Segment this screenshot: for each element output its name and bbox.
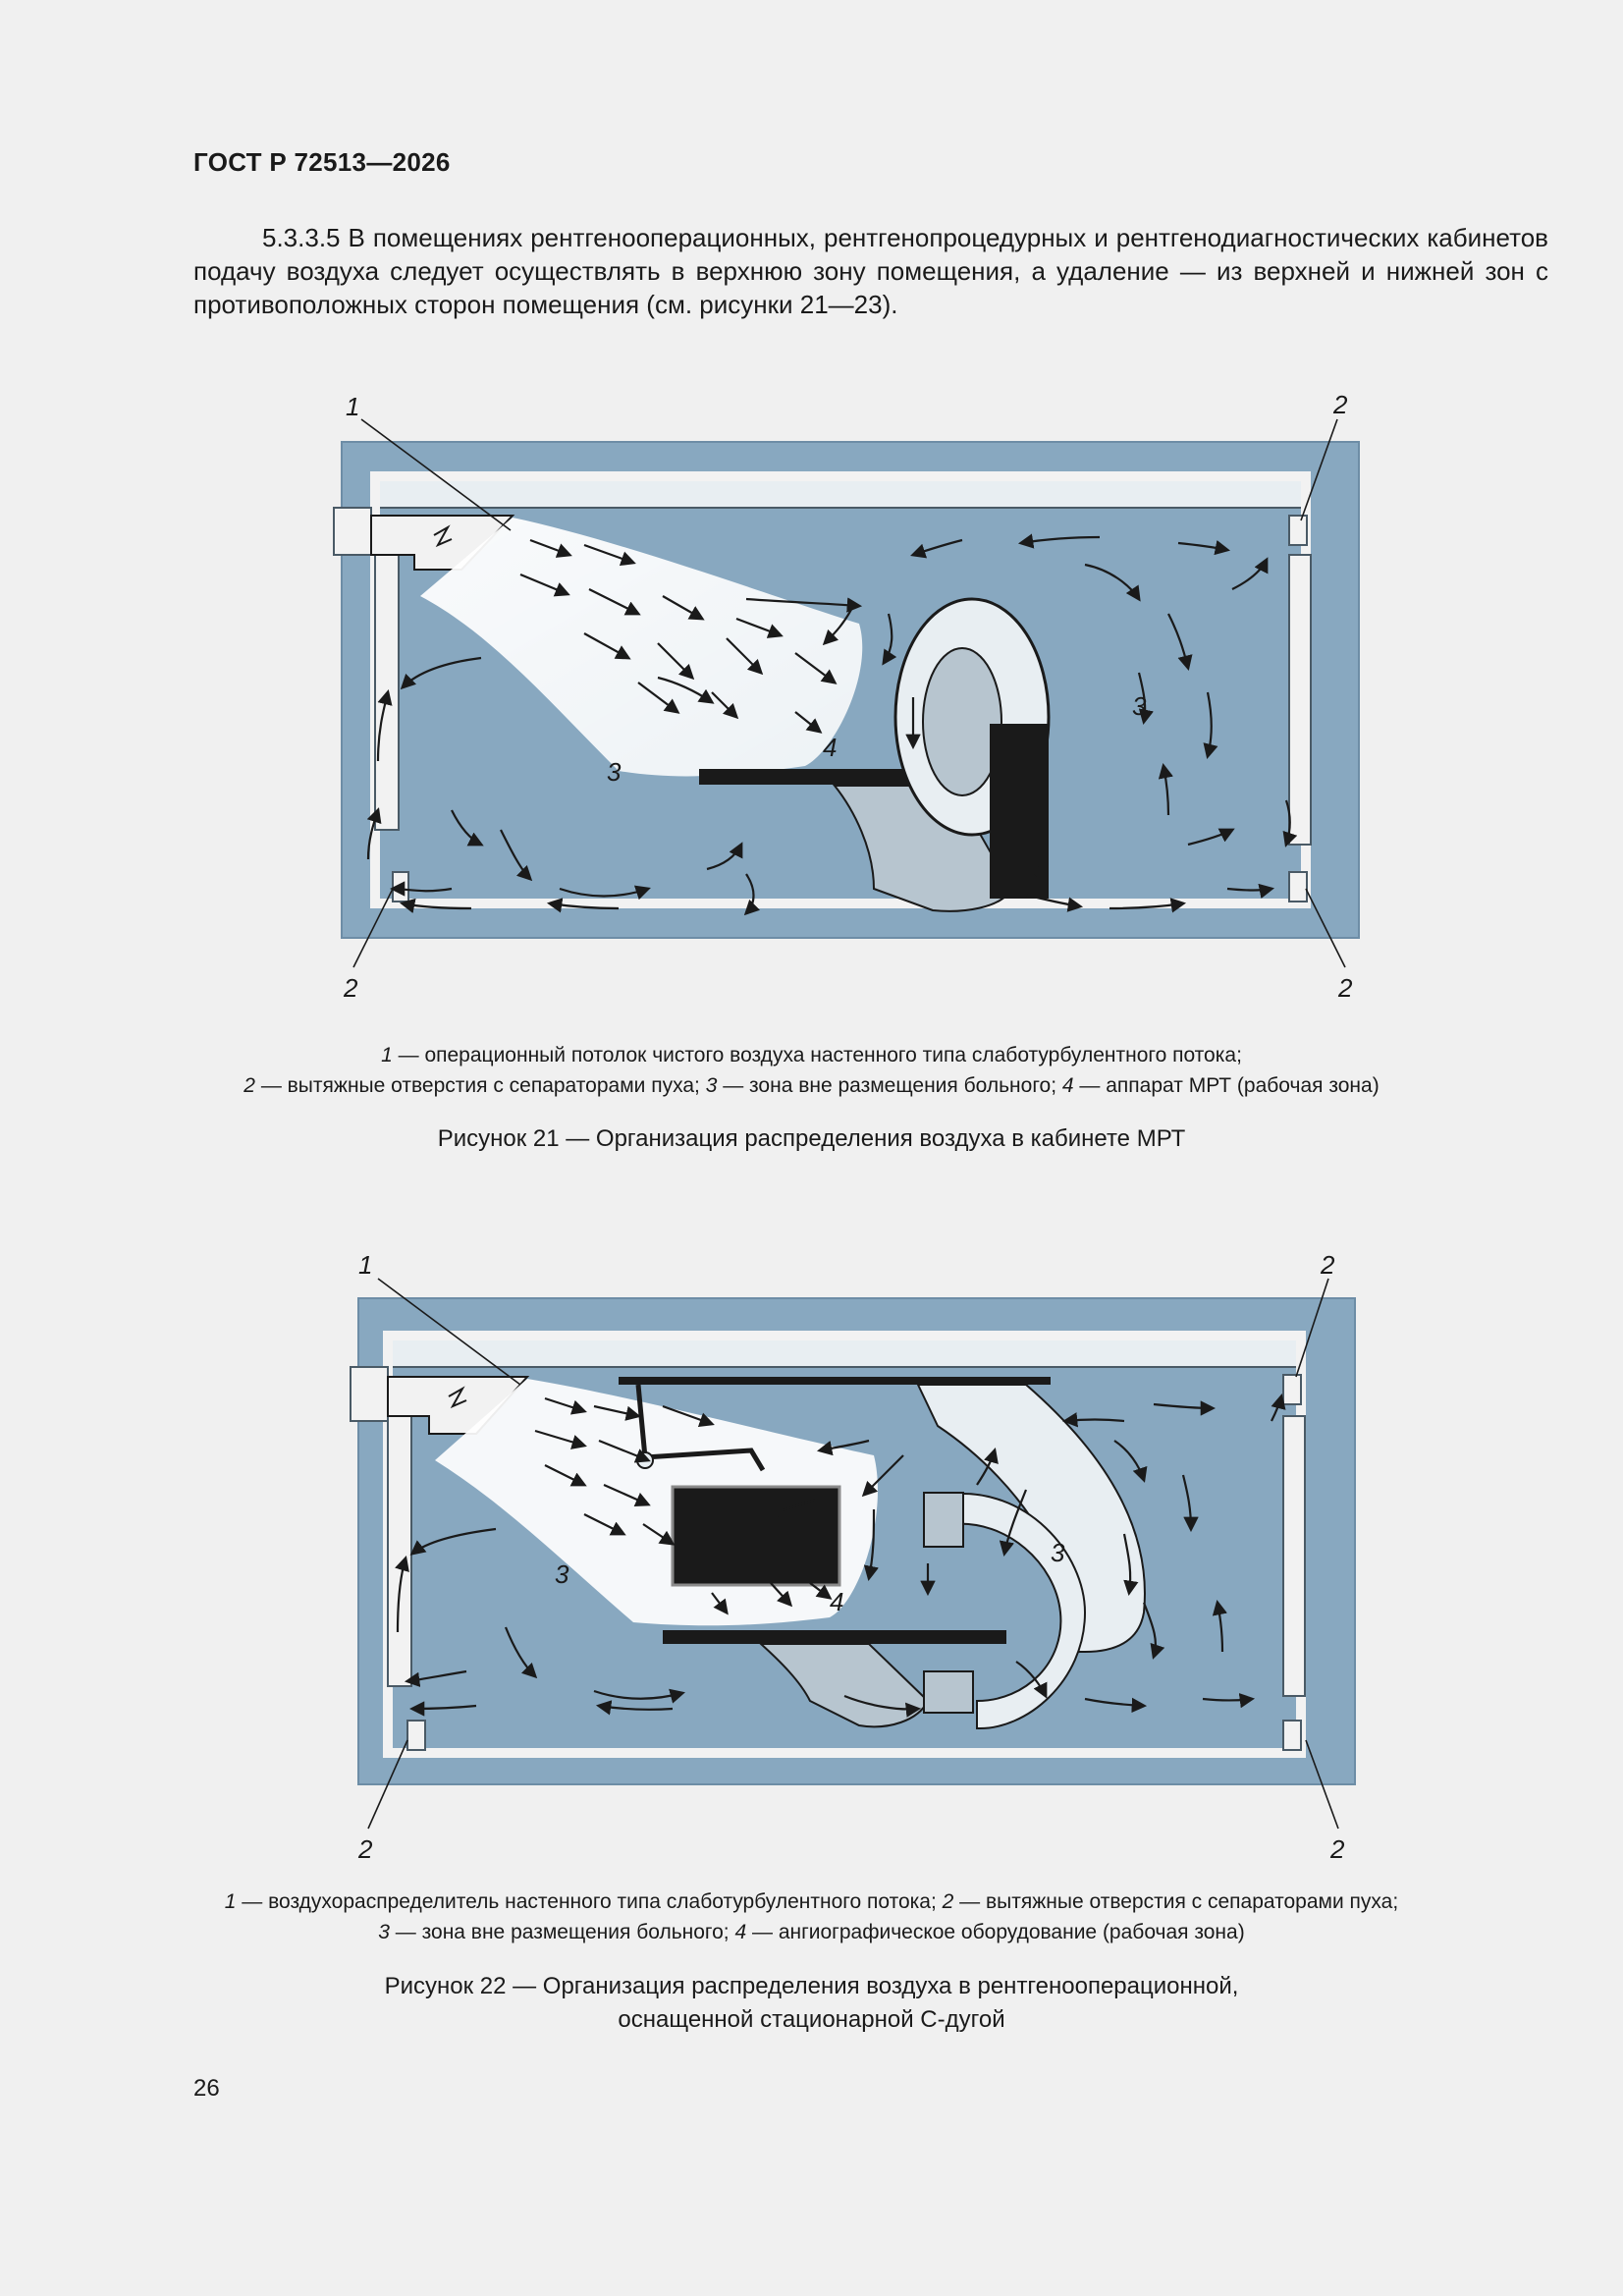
- ceiling-bar: [374, 475, 1307, 509]
- exhaust-right-low: [1282, 1720, 1302, 1751]
- exhaust-right-top: [1282, 1374, 1302, 1405]
- ceiling-bar: [387, 1335, 1302, 1368]
- diffuser-inlet: [350, 1366, 389, 1422]
- fig21-label-2-top: 2: [1332, 390, 1348, 419]
- caption-line-1: Рисунок 22 — Организация распределения в…: [384, 1973, 1239, 1999]
- figure-22-caption: Рисунок 22 — Организация распределения в…: [0, 1970, 1623, 2037]
- air-beam: [420, 518, 863, 777]
- fig21-label-4: 4: [823, 733, 837, 762]
- intro-paragraph: 5.3.3.5 В помещениях рентгенооперационны…: [193, 223, 1548, 319]
- figure-22-legend: 1 — воздухораспределитель настенного тип…: [0, 1886, 1623, 1947]
- diffuser-inlet: [333, 507, 372, 556]
- exhaust-left-low: [392, 871, 409, 902]
- exhaust-right-top: [1288, 515, 1308, 546]
- fig22-label-3-right: 3: [1051, 1538, 1065, 1567]
- exhaust-left-low: [406, 1720, 426, 1751]
- c-arm-tube-top: [923, 1492, 964, 1548]
- caption-line-2: оснащенной стационарной С-дугой: [618, 2006, 1005, 2033]
- figure-21-legend: 1 — операционный потолок чистого воздуха…: [0, 1040, 1623, 1101]
- legend-line: 1 — операционный потолок чистого воздуха…: [381, 1044, 1242, 1066]
- diffuser: [387, 1376, 530, 1435]
- left-column: [374, 534, 400, 831]
- legend-line: 3 — зона вне размещения больного; 4 — ан…: [378, 1921, 1245, 1943]
- fig21-label-1: 1: [346, 392, 359, 421]
- exhaust-right-low: [1288, 871, 1308, 902]
- mrt-body: [990, 724, 1049, 899]
- patient-table: [663, 1630, 1006, 1644]
- left-column: [387, 1395, 412, 1687]
- fig22-label-4: 4: [830, 1587, 843, 1616]
- monitor: [671, 1485, 841, 1587]
- table-stand: [758, 1643, 930, 1728]
- fig22-label-2-left: 2: [357, 1834, 373, 1858]
- figure-22-diagram: 1 2 2 2 3 3 4: [350, 1250, 1356, 1858]
- figure-21-diagram: 1 2 2 2 3 3 4: [333, 390, 1360, 1003]
- page-number: 26: [193, 2075, 220, 2102]
- fig21-label-3-left: 3: [607, 757, 622, 787]
- legend-line: 1 — воздухораспределитель настенного тип…: [224, 1890, 1399, 1913]
- right-column: [1282, 1415, 1306, 1697]
- fig21-label-3-right: 3: [1132, 691, 1147, 721]
- legend-line: 2 — вытяжные отверстия с сепараторами пу…: [243, 1074, 1380, 1097]
- right-column: [1288, 554, 1312, 846]
- fig22-label-3-left: 3: [555, 1559, 569, 1589]
- fig22-label-2-top: 2: [1320, 1250, 1335, 1280]
- document-code: ГОСТ Р 72513—2026: [193, 147, 451, 177]
- fig21-label-2-left: 2: [343, 973, 358, 1003]
- fig22-label-2-right: 2: [1329, 1834, 1345, 1858]
- c-arm: [946, 1493, 1087, 1730]
- ceiling-rail: [619, 1377, 1051, 1385]
- fig21-label-2-right: 2: [1337, 973, 1353, 1003]
- c-arm-detector: [923, 1670, 974, 1714]
- fig22-label-1: 1: [358, 1250, 372, 1280]
- figure-21-caption: Рисунок 21 — Организация распределения в…: [437, 1125, 1186, 1152]
